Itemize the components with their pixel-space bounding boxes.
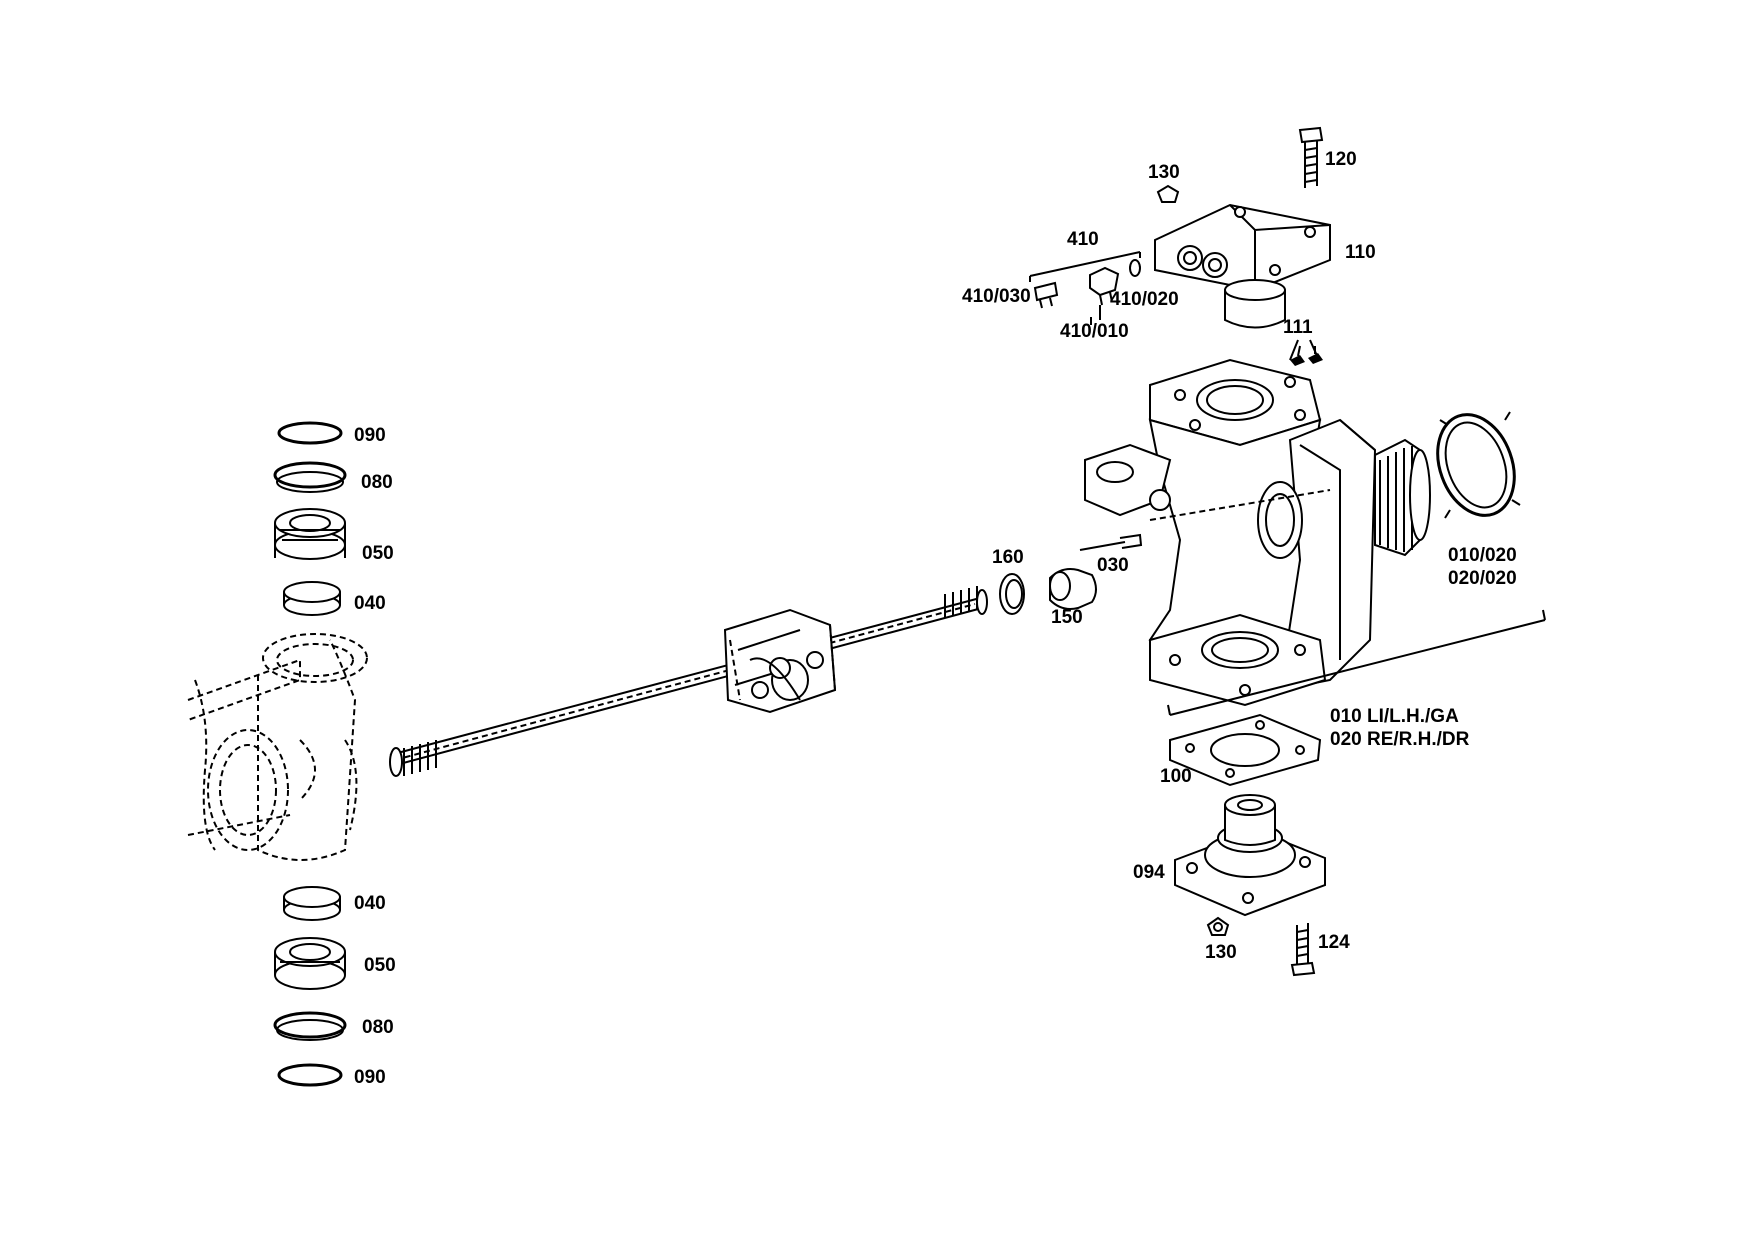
label-130-bottom: 130 (1205, 942, 1237, 963)
universal-joint (723, 608, 837, 714)
label-410-010: 410/010 (1060, 321, 1129, 342)
label-080-top: 080 (361, 472, 393, 493)
bolt-120 (1298, 126, 1324, 188)
bushing-150 (1049, 568, 1097, 610)
lock-nut-010-020 (1436, 411, 1521, 519)
label-094: 094 (1133, 862, 1165, 883)
seal-ring-080-top (273, 461, 347, 489)
label-050-bottom: 050 (364, 955, 396, 976)
label-410: 410 (1067, 229, 1099, 250)
label-124: 124 (1318, 932, 1350, 953)
leader-lines (1090, 317, 1319, 361)
spline-stub (1374, 438, 1431, 557)
label-090-top: 090 (354, 425, 386, 446)
label-050-top: 050 (362, 543, 394, 564)
gasket-100 (1169, 713, 1322, 787)
thrust-washer-160 (999, 573, 1025, 615)
label-110: 110 (1345, 242, 1376, 263)
label-410-030: 410/030 (962, 286, 1031, 307)
label-111: 111 (1283, 317, 1313, 338)
label-130-top: 130 (1148, 162, 1180, 183)
label-410-020: 410/020 (1110, 289, 1179, 310)
spline-end-right (944, 586, 988, 618)
label-010-020: 010/020 (1448, 545, 1517, 566)
label-080-bottom: 080 (362, 1017, 394, 1038)
bearing-050-bottom (274, 937, 346, 990)
steering-bracket-110 (1154, 203, 1331, 329)
fitting-assembly-410 (1029, 251, 1141, 320)
shim-111 (1290, 345, 1323, 366)
king-pin-flange-094 (1174, 794, 1326, 917)
label-030: 030 (1097, 555, 1129, 576)
label-040-bottom: 040 (354, 893, 386, 914)
bearing-race-040-bottom (283, 886, 341, 921)
pin-030 (1079, 533, 1143, 551)
label-100: 100 (1160, 766, 1192, 787)
drive-shaft (389, 586, 988, 777)
side-bracket (1167, 609, 1546, 716)
nut-130-bottom (1206, 916, 1230, 936)
bearing-stack-top (273, 421, 347, 616)
label-020-020: 020/020 (1448, 568, 1517, 589)
nut-130-top (1156, 184, 1180, 203)
label-090-bottom: 090 (354, 1067, 386, 1088)
bolt-124 (1290, 923, 1316, 977)
bearing-stack-bottom (273, 886, 347, 1087)
label-020-right-hand: 020 RE/R.H./DR (1330, 729, 1470, 750)
spline-end-left (389, 740, 437, 777)
steering-knuckle (1084, 358, 1431, 707)
o-ring-090-top (277, 421, 343, 445)
label-120: 120 (1325, 149, 1357, 170)
label-040-top: 040 (354, 593, 386, 614)
bearing-race-040-top (283, 581, 341, 616)
bearing-050-top (274, 508, 346, 560)
label-010-left-hand: 010 LI/L.H./GA (1330, 706, 1459, 727)
axle-housing (187, 633, 368, 861)
label-160: 160 (992, 547, 1024, 568)
o-ring-090-bottom (277, 1063, 343, 1087)
seal-ring-080-bottom (273, 1011, 347, 1039)
label-150: 150 (1051, 607, 1083, 628)
